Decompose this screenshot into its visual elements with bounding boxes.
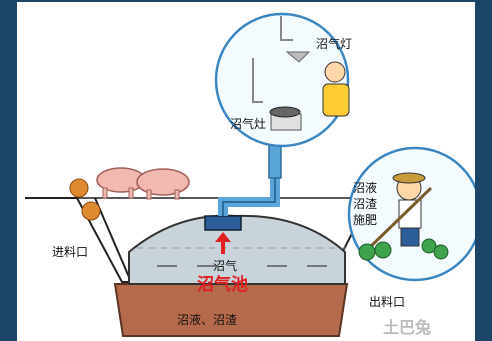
outlet-label: 出料口: [369, 295, 406, 309]
biogas-stove-label: 沼气灶: [230, 117, 267, 131]
gas-pipe-outline: [222, 176, 276, 216]
fertilize-label: 施肥: [353, 213, 378, 227]
biogas-diagram: [25, 12, 475, 337]
stove-pipe: [252, 58, 263, 103]
biogas-slurry-label: 沼液: [353, 181, 378, 195]
digester-title: 沼气池: [197, 275, 248, 295]
gas-arrow-head: [215, 232, 231, 242]
feed-inlet-label: 进料口: [52, 245, 89, 259]
feed-pile-1: [69, 178, 89, 198]
feed-pile-2: [81, 201, 101, 221]
wok: [269, 106, 301, 118]
biogas-residue-label: 沼渣: [353, 197, 378, 211]
diagram-frame: 沼气灯 沼气灶 沼液 沼渣 施肥 进料口 沼气 沼气池 沼液、沼渣 出料口 土巴…: [17, 2, 475, 341]
left-ground-line: [25, 197, 129, 283]
cook-head: [324, 61, 346, 83]
vegetables: [358, 238, 449, 261]
gas-pipe: [218, 176, 280, 216]
cook-body: [322, 83, 350, 117]
hoe: [365, 186, 433, 252]
watermark: 土巴兔: [383, 318, 432, 337]
kitchen-inset: [214, 12, 350, 148]
lamp-shade: [285, 51, 311, 63]
biogas-lamp-label: 沼气灯: [316, 37, 353, 51]
gas-outlet-cap: [204, 215, 242, 231]
farmer-pants: [400, 227, 420, 247]
farmer-hat: [392, 172, 426, 184]
pigs: [96, 167, 190, 200]
biogas-label: 沼气: [213, 259, 238, 273]
inlet-channel: [94, 197, 130, 278]
slurry-residue-label: 沼液、沼渣: [177, 313, 238, 327]
lamp-cord: [280, 16, 293, 41]
